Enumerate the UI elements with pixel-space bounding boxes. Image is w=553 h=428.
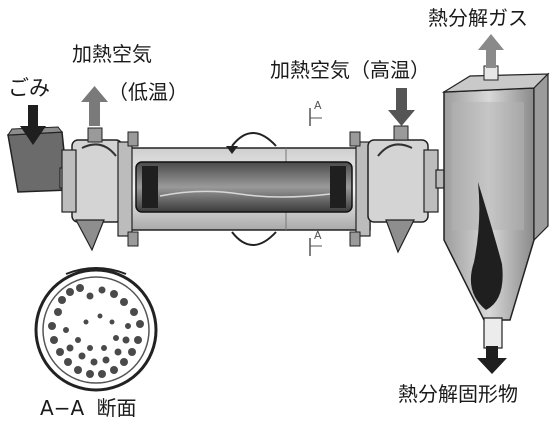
section-cut-marker-top (309, 108, 322, 126)
separator-box (441, 72, 550, 349)
pyrolysis-solids-label: 熱分解固形物 (398, 382, 518, 406)
waste-label: ごみ (8, 76, 50, 100)
section-title: A−A 断面 (40, 398, 137, 418)
low-temp-air-arrow-up-icon (81, 86, 108, 126)
waste-arrow-down-icon (20, 105, 46, 145)
rotation-arrow-icon (226, 132, 277, 246)
high-temp-air-arrow-down-icon (388, 88, 415, 126)
right-housing (367, 125, 439, 254)
left-housing (61, 127, 123, 252)
cross-section-view (34, 267, 158, 392)
section-title-dash: − (53, 396, 71, 420)
particle-bed (48, 284, 144, 378)
section-cut-marker-bottom (309, 238, 322, 256)
section-title-a2: A (70, 396, 85, 420)
cut-marker-bottom-label: A (314, 229, 322, 242)
heated-air-label: 加熱空気 (72, 42, 152, 66)
pyrolysis-gas-label: 熱分解ガス (428, 6, 528, 30)
section-title-suffix: 断面 (96, 396, 137, 420)
inner-drum-chamber (135, 161, 353, 213)
pyrolysis-solids-arrow-down-icon (477, 346, 507, 374)
section-title-a1: A (40, 396, 54, 420)
low-temp-label: （低温） (108, 80, 188, 104)
pyrolysis-gas-arrow-up-icon (478, 34, 504, 81)
cut-marker-top-label: A (314, 99, 322, 112)
heated-air-high-temp-label: 加熱空気（高温） (270, 58, 430, 82)
